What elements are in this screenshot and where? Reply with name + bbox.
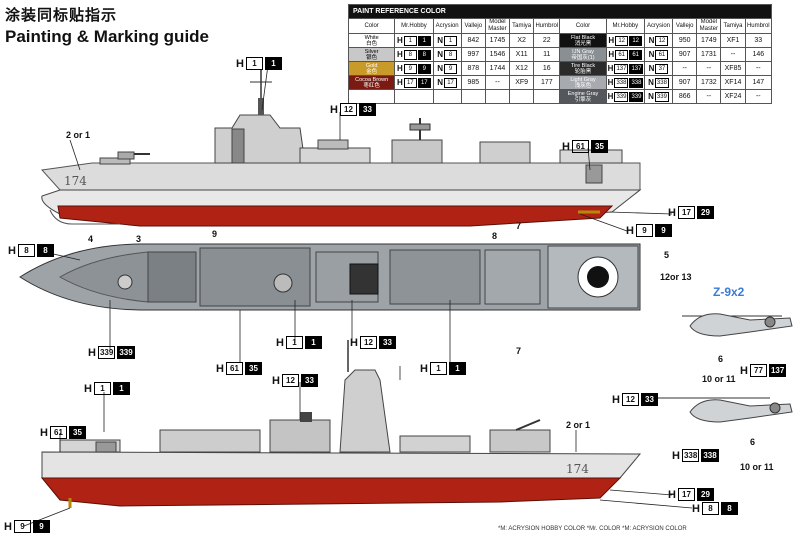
part-number: 9 [212,229,218,239]
part-number: 3 [136,234,142,244]
part-number: 10 or 11 [740,462,774,472]
part-number: 8 [492,231,498,241]
part-number: 2 or 1 [66,130,91,140]
helicopter-top [682,313,793,337]
part-number: 6 [750,437,756,447]
paint-reference-table: PAINT REFERENCE COLOR Color Mr.Hobby Acr… [347,4,773,104]
col-header: Model Master [484,18,511,34]
title-cn: 涂装同标贴指示 [5,6,118,24]
heli-label: Z-9x2 [713,285,745,299]
side-profile-bottom [40,340,642,508]
humbrol-code: 146 [744,47,773,62]
part-number: 7 [516,221,522,231]
humbrol-code: -- [744,89,773,104]
deck-plan [19,243,641,311]
table-header: PAINT REFERENCE COLOR [348,4,772,19]
part-number: 10 or 11 [702,374,736,384]
part-number: 12or 13 [660,272,692,282]
title-en: Painting & Marking guide [5,27,210,46]
hull-number-bottom: 174 [566,462,589,476]
part-number: 7 [516,346,522,356]
part-number: 2 or 1 [566,420,591,430]
footer-note: *M: ACRYSION HOBBY COLOR *Mr. COLOR *M: … [498,526,687,532]
part-number: 5 [664,250,670,260]
vallejo-code: 997 [460,47,486,62]
part-number: 4 [88,234,94,244]
part-number: 6 [718,354,724,364]
side-profile-top [40,70,642,227]
helicopter-bottom [650,397,793,423]
hull-number-top: 174 [64,174,87,188]
humbrol-code: 177 [533,75,561,90]
